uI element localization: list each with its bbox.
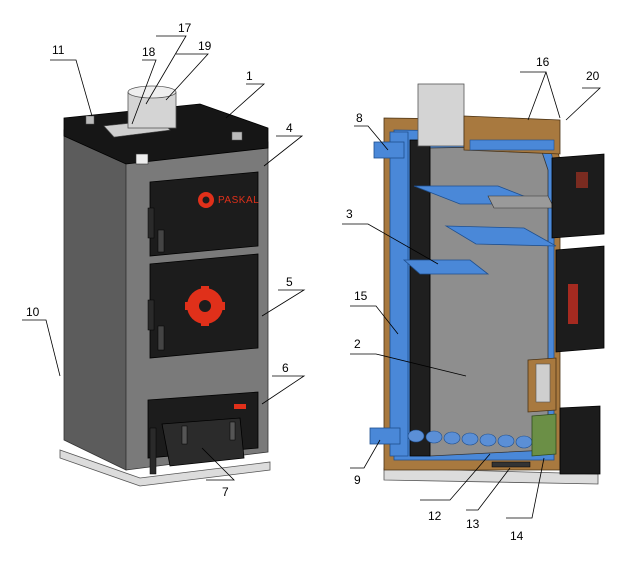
brand-label: PASKAL [218, 195, 259, 206]
middle-door-handle [147, 299, 155, 331]
inlet-pipe [369, 427, 401, 445]
grate-tubes [407, 429, 533, 449]
callout-3: 3 [346, 207, 353, 221]
callout-12: 12 [428, 509, 442, 523]
upper-door-hinge [157, 229, 165, 253]
upper-door-logo-icon [198, 192, 214, 208]
callout-7: 7 [222, 485, 229, 499]
baffle-lower [402, 259, 490, 275]
middle-door-frame-accent [568, 284, 578, 324]
ash-door-frame [559, 405, 601, 475]
upper-door [149, 171, 259, 257]
leader-lines [22, 35, 602, 519]
upper-door-frame-handle [576, 172, 588, 188]
top-sensor-11 [85, 115, 95, 125]
middle-door-frame [555, 245, 605, 353]
outlet-pipe [373, 141, 405, 159]
flue-pipe-top [127, 85, 177, 99]
cutaway-base [383, 467, 599, 485]
secondary-air-plate [531, 413, 557, 457]
callout-18: 18 [142, 45, 156, 59]
middle-door-hinge [157, 325, 165, 351]
callout-14: 14 [510, 529, 524, 543]
callout-13: 13 [466, 517, 480, 531]
callout-15: 15 [354, 289, 368, 303]
ash-door-latch [181, 425, 188, 445]
boiler-cutaway-view [369, 83, 605, 485]
top-water-channel [469, 139, 555, 151]
front-emblem [135, 153, 149, 165]
upper-door-frame [551, 153, 605, 239]
callout-9: 9 [354, 473, 361, 487]
callout-11: 11 [52, 43, 65, 57]
door-seal [535, 363, 551, 403]
boiler-exterior-view: PASKAL [59, 85, 271, 487]
side-panel [63, 129, 127, 471]
callout-8: 8 [356, 111, 363, 125]
callout-10: 10 [26, 305, 40, 319]
ash-door-handle [149, 427, 157, 475]
middle-door-gear-icon [185, 286, 225, 326]
baffle-upper-grey [487, 195, 555, 209]
upper-door-handle [147, 207, 155, 239]
callout-4: 4 [286, 121, 293, 135]
callout-16: 16 [536, 55, 550, 69]
callout-19: 19 [198, 39, 212, 53]
callout-17: 17 [178, 21, 192, 35]
callout-20: 20 [586, 69, 600, 83]
callout-6: 6 [282, 361, 289, 375]
left-water-jacket [389, 131, 409, 457]
cutaway-flue-pipe [417, 83, 465, 147]
callout-1: 1 [246, 69, 253, 83]
ash-tray-slot [491, 461, 531, 468]
ash-door-badge [234, 404, 246, 409]
callout-5: 5 [286, 275, 293, 289]
base-stand [59, 449, 271, 487]
callout-labels: 11 18 17 19 1 4 5 6 10 7 8 3 15 2 9 12 1… [26, 21, 600, 543]
top-panel [63, 103, 269, 165]
baffle-middle [444, 225, 557, 247]
ash-door-latch-2 [229, 421, 236, 441]
callout-2: 2 [354, 337, 361, 351]
top-sensor-1 [231, 131, 243, 141]
